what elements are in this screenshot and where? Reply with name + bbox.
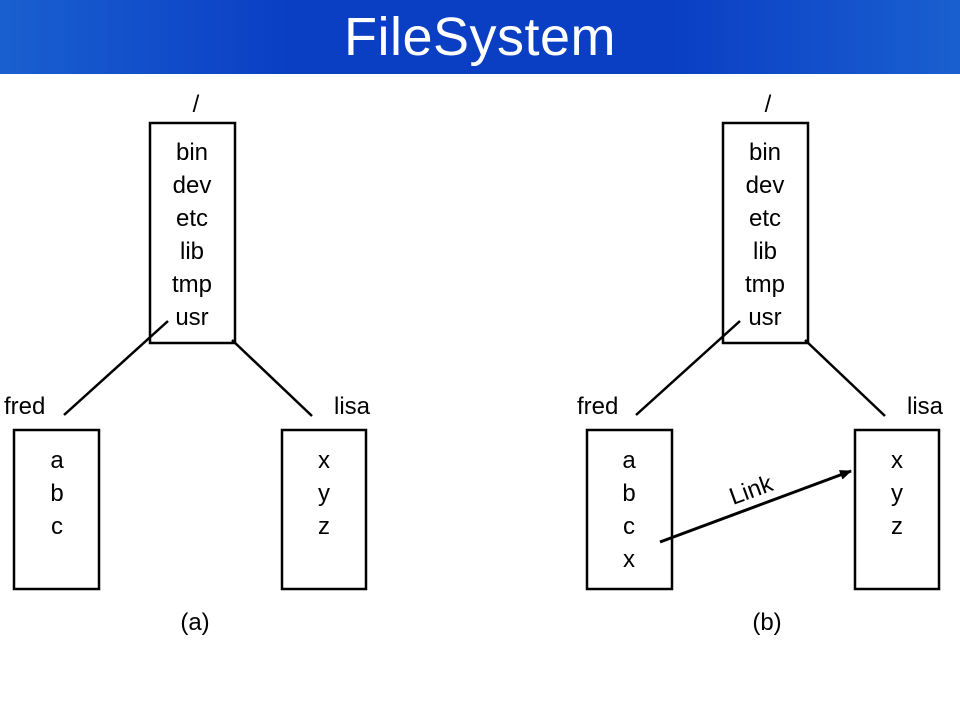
diagram-a: / bin dev etc lib tmp usr fred lisa a b … (4, 91, 371, 636)
fred-dir-box-b (585, 428, 674, 591)
root-entry-b: etc (749, 205, 781, 232)
title-bar (0, 0, 960, 74)
root-entry-b: lib (753, 238, 777, 265)
fred-entry-a: b (50, 480, 63, 507)
link-label: Link (726, 470, 778, 511)
link-arrow (659, 469, 852, 544)
root-dir-box-a (148, 121, 237, 345)
root-entry-a: etc (176, 205, 208, 232)
fred-entry-b: b (622, 480, 635, 507)
root-entry-b: usr (748, 304, 781, 331)
lisa-entry-b: y (891, 480, 903, 507)
diagram-b: / bin dev etc lib tmp usr fred lisa a b … (577, 91, 944, 636)
filesystem-diagram: / bin dev etc lib tmp usr fred lisa a b … (4, 91, 944, 636)
dir-label-fred-a: fred (4, 393, 45, 420)
lisa-entry-a: y (318, 480, 330, 507)
root-dir-box-b (721, 121, 810, 345)
fred-entry-b: c (623, 513, 635, 540)
lisa-entry-a: z (318, 513, 330, 540)
fred-entry-b: x (623, 546, 635, 573)
dir-label-lisa-a: lisa (334, 393, 371, 420)
root-entry-b: tmp (745, 271, 785, 298)
caption-a: (a) (180, 609, 209, 636)
root-entry-a: usr (175, 304, 208, 331)
root-entry-a: bin (176, 139, 208, 166)
dir-label-fred-b: fred (577, 393, 618, 420)
root-label-b: / (765, 91, 772, 118)
edge-usr-lisa-a (231, 339, 313, 417)
lisa-dir-box-a (280, 428, 368, 591)
root-entry-a: tmp (172, 271, 212, 298)
slide-title: FileSystem (343, 7, 617, 67)
root-entry-a: dev (173, 172, 212, 199)
root-entry-b: bin (749, 139, 781, 166)
dir-label-lisa-b: lisa (907, 393, 944, 420)
fred-entry-b: a (622, 447, 636, 474)
edge-usr-lisa-b (804, 339, 886, 417)
fred-entry-a: c (51, 513, 63, 540)
root-entry-a: lib (180, 238, 204, 265)
lisa-dir-box-b (853, 428, 941, 591)
fred-entry-a: a (50, 447, 64, 474)
lisa-entry-b: z (891, 513, 903, 540)
root-entry-b: dev (746, 172, 785, 199)
edge-usr-fred-b (635, 320, 741, 416)
lisa-entry-b: x (891, 447, 903, 474)
root-label-a: / (193, 91, 200, 118)
edge-usr-fred-a (63, 320, 169, 416)
lisa-entry-a: x (318, 447, 330, 474)
caption-b: (b) (752, 609, 781, 636)
fred-dir-box-a (12, 428, 101, 591)
